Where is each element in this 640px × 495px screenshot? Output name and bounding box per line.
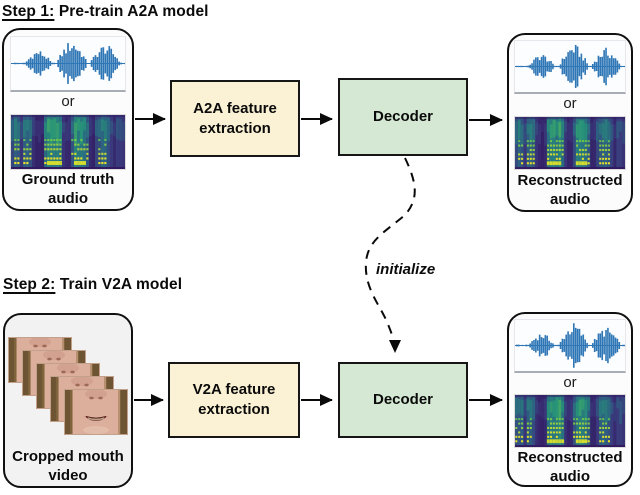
step2-label: Step 2: xyxy=(3,276,56,293)
or-label: or xyxy=(61,93,75,110)
caption-line2: audio xyxy=(48,190,88,207)
caption-line1: Reconstructed xyxy=(517,172,623,189)
v2a-label-line2: extraction xyxy=(198,401,270,418)
caption-line2: audio xyxy=(550,191,590,208)
reconstructed-audio-top-box: or Reconstructed audio xyxy=(507,33,633,212)
spectrogram-image xyxy=(514,394,626,448)
v2a-feature-extraction-box: V2A feature extraction xyxy=(168,362,300,438)
reconstructed-audio-bottom-box: or Reconstructed audio xyxy=(507,312,633,487)
caption-line1: Ground truth xyxy=(21,171,115,188)
decoder-bottom-box: Decoder xyxy=(338,362,468,438)
caption-line1: Reconstructed xyxy=(517,449,623,466)
step1-label: Step 1: xyxy=(2,3,55,20)
ground-truth-caption: Ground truth audio xyxy=(4,170,132,208)
step2-heading: Step 2: Train V2A model xyxy=(3,276,182,294)
ground-truth-audio-box: or Ground truth audio xyxy=(2,28,134,211)
spectrogram-image xyxy=(10,114,126,170)
caption-line2: audio xyxy=(550,468,590,485)
mouth-video-frames xyxy=(7,336,129,436)
a2a-feature-extraction-box: A2A feature extraction xyxy=(170,80,300,157)
cropped-mouth-video-box: Cropped mouth video xyxy=(3,313,133,488)
caption-line2: video xyxy=(48,467,88,484)
waveform-image xyxy=(514,40,626,94)
waveform-image xyxy=(10,36,126,92)
waveform-image xyxy=(514,319,626,373)
spectrogram-image xyxy=(514,116,626,170)
decoder-top-label: Decoder xyxy=(372,108,434,125)
or-label: or xyxy=(563,374,577,391)
a2a-label-line1: A2A feature xyxy=(193,99,277,117)
a2a-label-line2: extraction xyxy=(199,119,271,137)
initialize-dashed-arrow xyxy=(364,157,416,353)
step1-title: Pre-train A2A model xyxy=(58,3,209,20)
or-label: or xyxy=(563,95,577,112)
step1-heading: Step 1: Pre-train A2A model xyxy=(2,3,209,21)
step2-title: Train V2A model xyxy=(59,276,183,293)
decoder-bottom-label: Decoder xyxy=(372,391,434,408)
reconstructed-top-caption: Reconstructed audio xyxy=(509,171,631,209)
reconstructed-bottom-caption: Reconstructed audio xyxy=(509,448,631,486)
v2a-label-line1: V2A feature xyxy=(192,381,276,398)
initialize-label: initialize xyxy=(376,261,436,278)
cropped-mouth-caption: Cropped mouth video xyxy=(5,447,131,485)
decoder-top-box: Decoder xyxy=(338,78,468,156)
caption-line1: Cropped mouth xyxy=(12,448,124,465)
mouth-frames-image xyxy=(7,335,133,441)
